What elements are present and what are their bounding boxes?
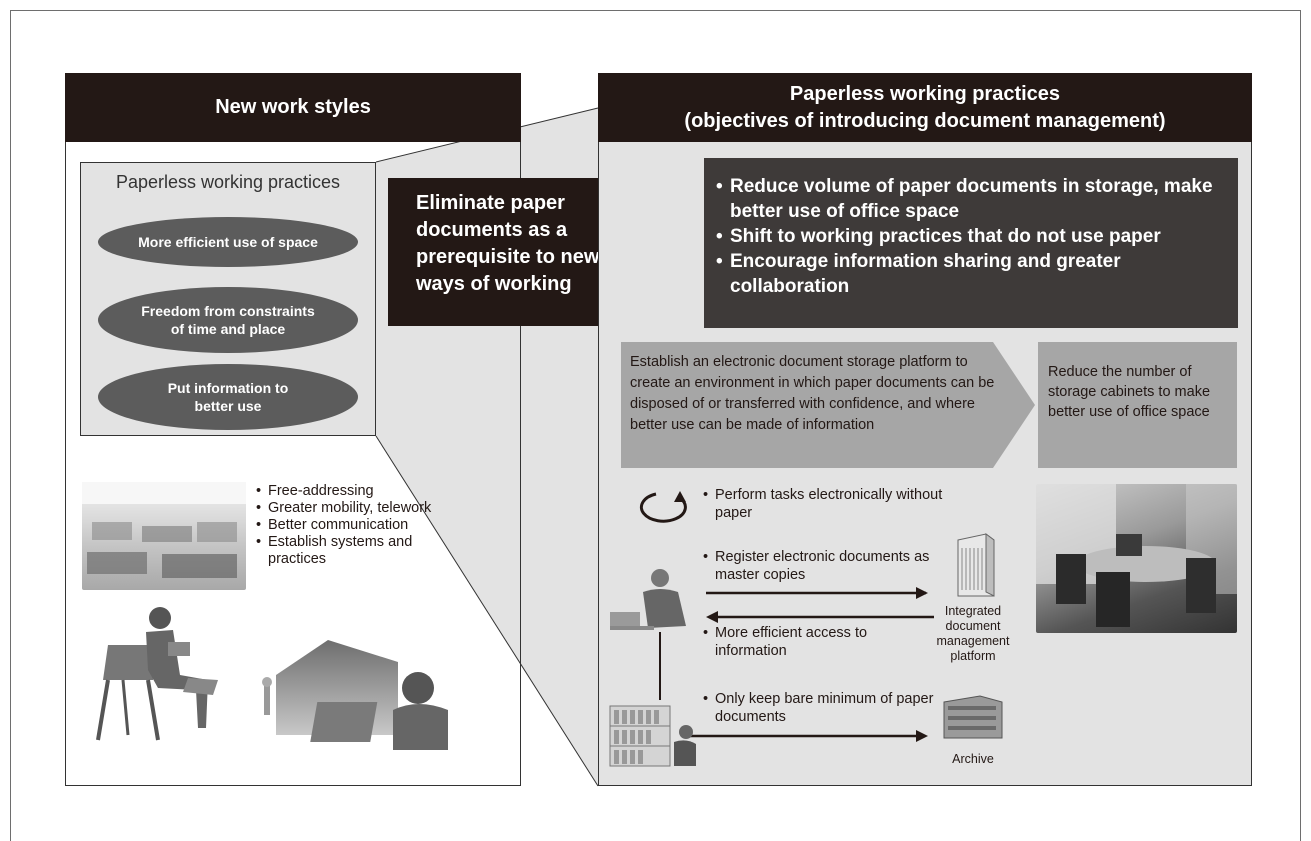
- right-panel-header: Paperless working practices (objectives …: [598, 73, 1252, 142]
- ellipse-information: Put information to better use: [98, 364, 358, 430]
- meeting-room-photo: [1036, 484, 1237, 633]
- cycle-icon: [639, 491, 687, 523]
- bullet-mobility: Greater mobility, telework: [256, 500, 456, 517]
- cabinet-text: Reduce the number of storage cabinets to…: [1048, 364, 1211, 420]
- bullet-systems: Establish systems and practices: [256, 534, 456, 568]
- access-text: More efficient access to information: [703, 624, 923, 660]
- keep-minimum-item: Only keep bare minimum of paper document…: [703, 690, 943, 726]
- register-text: Register electronic documents as master …: [703, 548, 943, 584]
- access-item: More efficient access to information: [703, 624, 923, 660]
- objective-shift-practices: Shift to working practices that do not u…: [716, 224, 1226, 249]
- objective-reduce-volume: Reduce volume of paper documents in stor…: [716, 174, 1226, 224]
- bullet-communication: Better communication: [256, 517, 456, 534]
- right-header-line2: (objectives of introducing document mana…: [684, 110, 1166, 132]
- office-worker-icon: [610, 569, 686, 630]
- ellipse-efficient-space: More efficient use of space: [98, 217, 358, 267]
- paperless-box-title: Paperless working practices: [115, 172, 341, 192]
- platform-arrow: [621, 342, 1035, 468]
- office-photo: [82, 482, 246, 590]
- objectives-list: Reduce volume of paper documents in stor…: [716, 174, 1226, 299]
- ellipse-freedom: Freedom from constraints of time and pla…: [98, 287, 358, 353]
- archive-label: Archive: [952, 752, 994, 766]
- right-header-line1: Paperless working practices: [789, 83, 1061, 105]
- left-panel: [65, 142, 521, 786]
- perform-tasks-text: Perform tasks electronically without pap…: [703, 486, 963, 522]
- objective-collaboration: Encourage information sharing and greate…: [716, 249, 1226, 299]
- platform-label: Integrated document management platform: [936, 604, 1010, 663]
- objectives-box: Reduce volume of paper documents in stor…: [704, 158, 1238, 328]
- paper-shelves-icon: [609, 705, 696, 767]
- register-item: Register electronic documents as master …: [703, 548, 943, 584]
- meeting-room-detail: [1036, 484, 1237, 627]
- server-icon: [957, 533, 995, 597]
- page-frame: [10, 10, 1301, 841]
- platform-text: Establish an electronic document storage…: [630, 354, 995, 433]
- bullet-free-addressing: Free-addressing: [256, 483, 456, 500]
- house-telework-icon: [262, 640, 448, 750]
- work-style-bullets: Free-addressing Greater mobility, telewo…: [256, 483, 456, 568]
- flow-arrows: [659, 587, 934, 742]
- office-photo-detail: [82, 482, 246, 578]
- arrow-label: Eliminate paper documents as a prerequis…: [416, 192, 600, 295]
- keep-minimum-text: Only keep bare minimum of paper document…: [703, 690, 943, 726]
- seated-person-icon: [96, 607, 218, 741]
- cabinet-box: [1038, 342, 1237, 468]
- left-panel-header: New work styles: [65, 73, 521, 142]
- archive-icon: [943, 695, 1003, 739]
- perform-tasks-item: Perform tasks electronically without pap…: [703, 486, 963, 522]
